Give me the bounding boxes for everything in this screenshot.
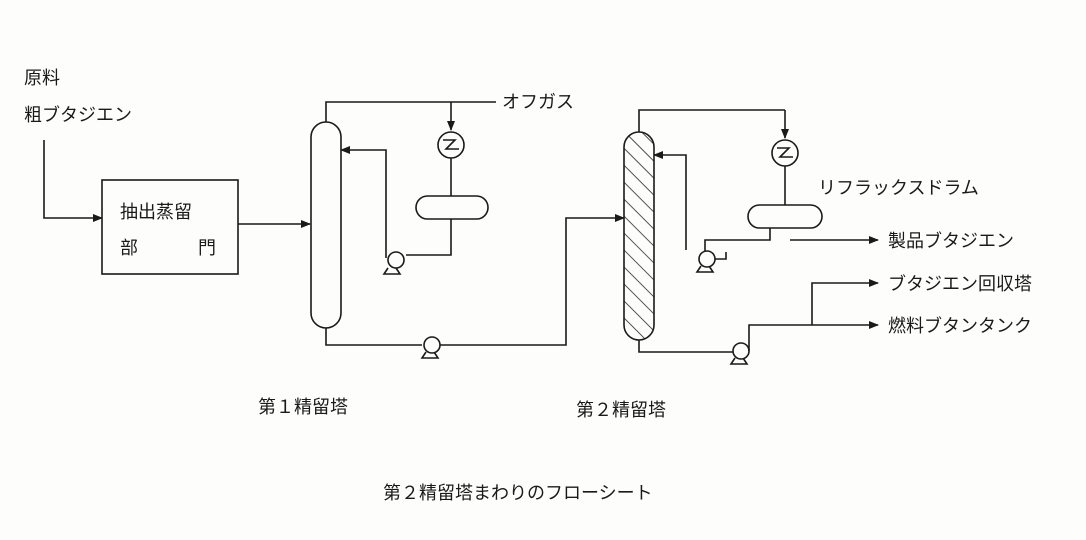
second-bottoms-pump-icon	[729, 342, 750, 365]
first-bottoms-line-b	[440, 214, 625, 346]
first-bottoms-line-a	[325, 328, 422, 346]
extraction-unit-box	[101, 179, 239, 275]
offgas-label: オフガス	[502, 92, 574, 113]
feed-line	[43, 140, 103, 222]
butadiene-recovery-label: ブタジエン回収塔	[888, 273, 1032, 295]
second-condenser-icon	[771, 139, 799, 167]
first-condenser-icon	[437, 131, 465, 159]
first-reflux-line	[340, 146, 387, 258]
first-column	[310, 121, 342, 329]
second-column-label: 第２精留塔	[576, 400, 666, 421]
extraction-unit-label-line1: 抽出蒸留	[120, 202, 192, 223]
second-pump-outlet	[715, 252, 727, 260]
second-bottoms-line-b	[748, 324, 812, 351]
figure-caption: 第２精留塔まわりのフローシート	[383, 483, 653, 504]
feed-label-line2: 粗ブタジエン	[24, 104, 132, 126]
first-bottoms-pump-icon	[420, 336, 441, 359]
feed-label-line1: 原料	[24, 68, 60, 89]
second-drum-to-pump-line	[704, 228, 771, 252]
first-drum-to-pump-line	[406, 219, 452, 256]
second-reflux-pump-icon	[695, 250, 716, 273]
second-column-overhead-line	[638, 109, 785, 132]
extraction-unit-label-b: 門	[198, 238, 216, 259]
reflux-drum-label: リフラックスドラム	[818, 178, 979, 199]
fuel-butane-tank-label: 燃料ブタンタンク	[888, 315, 1032, 337]
second-reflux-line	[653, 151, 687, 250]
first-reflux-pump-icon	[382, 251, 405, 275]
first-column-overhead-line	[325, 101, 496, 122]
extraction-unit-label-a: 部	[120, 238, 138, 259]
first-reflux-drum	[415, 195, 489, 220]
butadiene-recovery-line	[811, 279, 879, 325]
second-column	[623, 131, 655, 341]
second-reflux-drum	[747, 204, 823, 229]
product-butadiene-label: 製品ブタジエン	[888, 230, 1014, 252]
first-column-label: 第１精留塔	[258, 397, 348, 418]
second-bottoms-line-a	[638, 340, 734, 353]
